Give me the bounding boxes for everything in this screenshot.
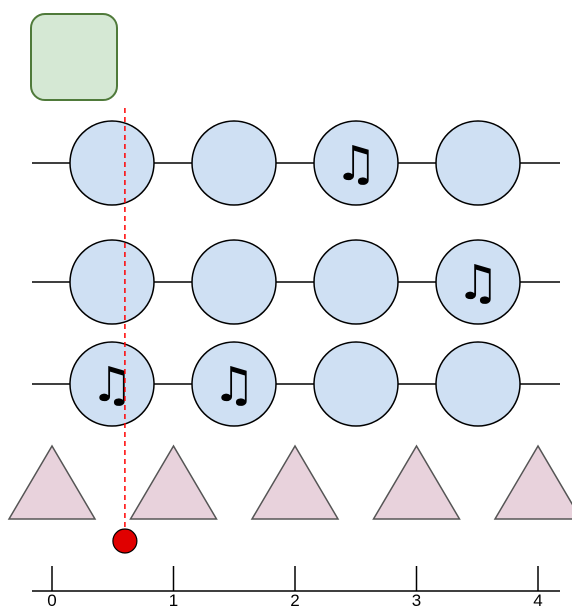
playhead-handle[interactable] bbox=[112, 528, 138, 554]
ruler-tick-label: 1 bbox=[169, 591, 178, 608]
ruler-tick-label: 2 bbox=[290, 591, 299, 608]
triangle-marker bbox=[372, 444, 461, 520]
beamed-eighth-notes-icon: ♫ bbox=[456, 255, 499, 311]
triangle-marker bbox=[250, 444, 340, 520]
step-cell[interactable] bbox=[435, 120, 521, 206]
step-cell[interactable] bbox=[435, 341, 521, 427]
step-circle[interactable] bbox=[69, 239, 155, 325]
step-cell[interactable] bbox=[191, 239, 277, 325]
ruler-tick-label: 3 bbox=[412, 591, 421, 608]
step-row: ♫ bbox=[32, 239, 560, 325]
step-cell-active[interactable]: ♫ bbox=[191, 341, 277, 427]
step-cell[interactable] bbox=[313, 341, 399, 427]
ruler-tick-label: 0 bbox=[47, 591, 56, 608]
step-cell[interactable] bbox=[313, 239, 399, 325]
step-grid: ♫♫♫♫ bbox=[32, 120, 560, 427]
start-block[interactable] bbox=[30, 13, 118, 101]
step-circle[interactable] bbox=[435, 239, 521, 325]
triangle-row bbox=[7, 444, 572, 520]
step-circle[interactable] bbox=[191, 341, 277, 427]
playhead bbox=[112, 108, 138, 554]
beamed-eighth-notes-icon: ♫ bbox=[334, 136, 377, 192]
step-circle[interactable] bbox=[313, 341, 399, 427]
triangle-marker bbox=[493, 444, 572, 520]
beamed-eighth-notes-icon: ♫ bbox=[212, 357, 255, 413]
timeline-ruler: 0 1 2 3 4 bbox=[32, 566, 560, 608]
step-circle[interactable] bbox=[191, 120, 277, 206]
step-circle[interactable] bbox=[313, 120, 399, 206]
step-cell-active[interactable]: ♫ bbox=[69, 341, 155, 427]
step-cell[interactable] bbox=[191, 120, 277, 206]
beamed-eighth-notes-icon: ♫ bbox=[90, 357, 133, 413]
triangle-marker bbox=[129, 444, 218, 520]
step-cell-active[interactable]: ♫ bbox=[435, 239, 521, 325]
step-circle[interactable] bbox=[435, 341, 521, 427]
step-cell[interactable] bbox=[69, 239, 155, 325]
step-row: ♫♫ bbox=[32, 341, 560, 427]
step-circle[interactable] bbox=[191, 239, 277, 325]
step-circle[interactable] bbox=[69, 341, 155, 427]
ruler-tick-label: 4 bbox=[533, 591, 542, 608]
step-circle[interactable] bbox=[313, 239, 399, 325]
step-cell-active[interactable]: ♫ bbox=[313, 120, 399, 206]
triangle-marker bbox=[7, 444, 97, 520]
step-circle[interactable] bbox=[435, 120, 521, 206]
step-circle[interactable] bbox=[69, 120, 155, 206]
step-row: ♫ bbox=[32, 120, 560, 206]
step-cell[interactable] bbox=[69, 120, 155, 206]
